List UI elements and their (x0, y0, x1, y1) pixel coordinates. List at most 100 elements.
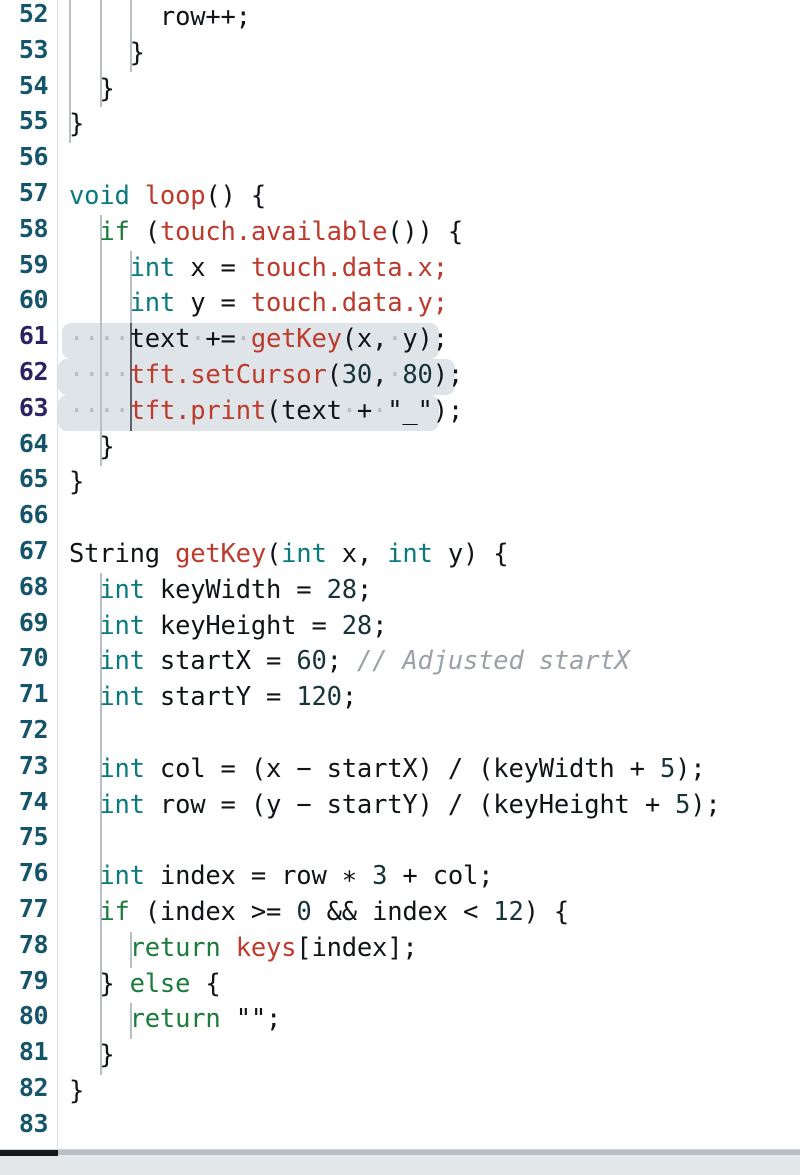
line-number: 62 (18, 357, 49, 386)
code-line-text: String getKey(int x, int y) { (58, 537, 509, 573)
code-token (69, 2, 160, 32)
code-line[interactable]: row++; (58, 0, 251, 36)
code-line-text: } else { (58, 967, 220, 1003)
line-number: 59 (18, 249, 49, 279)
scrollbar-track[interactable] (0, 1150, 800, 1156)
code-line[interactable]: int startY = 120; (58, 680, 357, 716)
code-token: . (175, 360, 191, 390)
code-line[interactable]: ····tft.print(text·+·"_"); (58, 394, 463, 430)
code-token (69, 682, 99, 712)
code-line[interactable]: } (58, 1074, 84, 1110)
code-line[interactable]: int keyWidth = 28; (58, 573, 372, 609)
selection-highlight (62, 323, 439, 359)
code-token: } (129, 37, 145, 68)
code-line[interactable]: int col = (x − startX) / (keyWidth + 5); (58, 752, 705, 788)
line-number: 65 (18, 464, 49, 494)
code-line-text: ····tft.print(text·+·"_"); (58, 394, 463, 430)
line-number: 81 (18, 1037, 49, 1067)
code-line[interactable]: } (58, 1038, 114, 1074)
code-token: available (250, 216, 388, 247)
code-token: int (99, 789, 145, 820)
code-line[interactable]: return keys[index]; (58, 931, 418, 967)
scrollbar-thumb[interactable] (0, 1150, 58, 1156)
code-line[interactable]: int startX = 60; // Adjusted startX (58, 644, 630, 680)
code-line[interactable]: if (index >= 0 && index < 12) { (58, 895, 569, 931)
code-token: 0 (296, 897, 312, 927)
code-token: data (341, 252, 403, 283)
code-token: ; (326, 646, 357, 677)
code-area[interactable]: row++; } }} void loop() { if (touch.avail… (58, 0, 800, 1149)
line-number: 82 (18, 1073, 49, 1102)
code-line[interactable]: } (58, 430, 114, 466)
code-line[interactable]: int row = (y − startY) / (keyHeight + 5)… (58, 788, 720, 824)
code-token: col = (x (144, 753, 297, 784)
line-number: 72 (18, 715, 49, 744)
line-number: 53 (18, 34, 49, 64)
code-line[interactable] (58, 1110, 69, 1146)
code-token: + col; (387, 861, 494, 892)
code-line[interactable] (58, 716, 69, 752)
code-line[interactable]: } else { (58, 967, 220, 1003)
code-line[interactable]: } (58, 107, 84, 143)
code-line-text: void loop() { (58, 179, 266, 215)
code-token (69, 253, 130, 283)
code-line[interactable]: if (touch.available()) { (58, 215, 463, 251)
code-line[interactable]: int y = touch.data.y; (58, 286, 448, 322)
code-line[interactable]: ····tft.setCursor(30,·80); (58, 358, 463, 394)
code-line[interactable]: } (58, 72, 114, 108)
code-token: . (402, 288, 418, 319)
code-token: 30 (341, 360, 373, 390)
indent-guide (130, 0, 133, 72)
code-line[interactable]: return ""; (58, 1002, 282, 1038)
code-token: ; (266, 1004, 282, 1035)
code-token: touch (250, 288, 327, 319)
code-line-text: } (58, 107, 84, 143)
code-token: . (235, 216, 251, 247)
code-token: · (190, 324, 206, 355)
code-line[interactable]: int x = touch.data.x; (58, 251, 448, 287)
code-token: row = (y (144, 789, 297, 820)
code-line[interactable]: int keyHeight = 28; (58, 609, 387, 645)
code-line[interactable]: void loop() { (58, 179, 266, 215)
horizontal-scrollbar[interactable] (0, 1149, 800, 1175)
code-token (69, 933, 130, 963)
code-token (221, 1004, 236, 1034)
line-number: 63 (18, 392, 49, 422)
code-token: ) { (523, 897, 570, 927)
code-token: · (235, 324, 251, 355)
code-token: touch (159, 216, 236, 247)
line-number: 55 (18, 106, 49, 136)
indent-guide (130, 932, 133, 968)
code-token (69, 217, 99, 247)
code-token (69, 754, 99, 784)
code-token: y (417, 288, 433, 319)
code-token (69, 611, 99, 641)
code-line-text: int y = touch.data.y; (58, 286, 448, 322)
code-line[interactable]: } (58, 36, 145, 72)
code-token: if (99, 897, 130, 927)
line-number: 54 (18, 70, 49, 100)
code-token: − (296, 753, 312, 784)
code-token: += (205, 324, 236, 355)
line-number: 61 (18, 321, 49, 351)
code-line-text: } (58, 1074, 84, 1110)
code-token: getKey (175, 539, 266, 569)
code-line[interactable]: String getKey(int x, int y) { (58, 537, 509, 573)
code-line[interactable] (58, 143, 69, 179)
line-number: 75 (18, 822, 49, 852)
code-token: getKey (250, 324, 342, 355)
code-line[interactable] (58, 823, 69, 859)
code-line[interactable]: ····text·+=·getKey(x,·y); (58, 322, 448, 358)
code-line[interactable] (58, 501, 69, 537)
code-token: ; (432, 252, 448, 283)
code-token: 28 (326, 574, 358, 605)
selection-highlight (58, 359, 455, 395)
code-line[interactable]: int index = row ∗ 3 + col; (58, 859, 493, 895)
code-token: else (129, 968, 191, 999)
code-token: ∗ (341, 861, 357, 892)
code-line[interactable]: } (58, 465, 84, 501)
code-token: "_" (387, 395, 433, 426)
code-token: startY = (144, 682, 297, 713)
code-token: ···· (69, 360, 130, 390)
